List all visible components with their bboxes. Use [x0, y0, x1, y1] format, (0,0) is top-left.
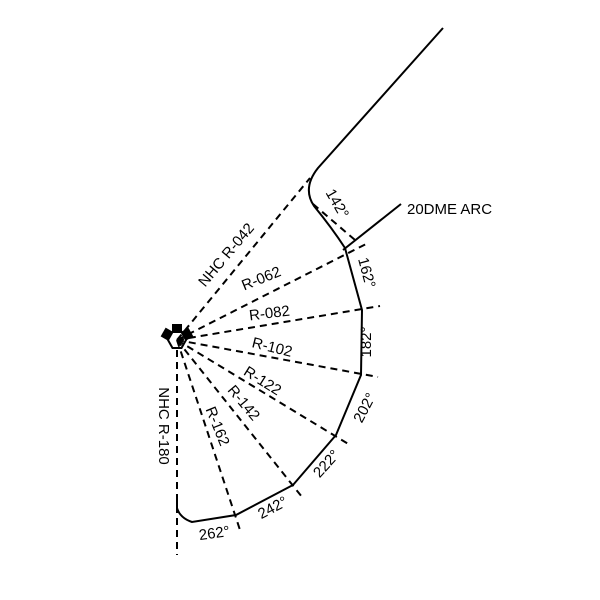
radial-102-line: [176, 339, 379, 378]
radial-180-label: NHC R-180: [155, 387, 172, 465]
radial-062-line: [176, 242, 369, 341]
vortac-icon: [160, 324, 194, 349]
radial-082-label: R-082: [248, 303, 291, 325]
radial-122-line: [176, 339, 351, 446]
arc-course-label: 202°: [350, 390, 380, 425]
radial-142-label: R-142: [224, 382, 263, 424]
arc-course-label: 262°: [198, 523, 231, 544]
arc-course-label: 242°: [255, 493, 290, 523]
arc-leader-line: [342, 203, 402, 251]
arc-course-label: 162°: [354, 256, 378, 290]
dme-arc-path: [176, 27, 444, 524]
radial-142-line: [176, 339, 303, 498]
arc-course-label: 222°: [310, 447, 343, 481]
radial-082-line: [176, 305, 381, 341]
arc-course-label: 182°: [358, 326, 375, 357]
radial-162-line: [176, 339, 241, 531]
radial-042-line: [176, 177, 311, 341]
radial-162-label: R-162: [202, 404, 233, 448]
arc-label: 20DME ARC: [407, 201, 492, 218]
radial-142-arc-tick: [312, 203, 356, 241]
